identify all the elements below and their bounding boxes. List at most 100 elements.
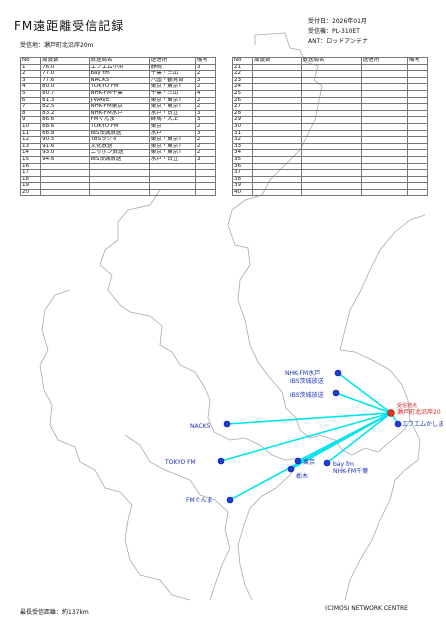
table-cell: 2 xyxy=(194,83,217,91)
table-row: 28 xyxy=(231,109,429,118)
table-row: 40 xyxy=(231,188,429,197)
table-cell: NHK-FM水戸 xyxy=(88,109,150,118)
table-cell: 17 xyxy=(19,169,42,177)
table-cell: 4 xyxy=(19,83,42,91)
table-cell: 東京・東京T xyxy=(148,103,196,111)
table-cell: 88.6 xyxy=(40,122,90,131)
origin-tag: 受信地点 xyxy=(397,402,417,409)
table-row: 18 xyxy=(19,175,217,184)
table-cell xyxy=(406,162,429,171)
table-cell xyxy=(300,169,362,177)
table-cell xyxy=(360,175,408,184)
table-cell: 27 xyxy=(231,103,254,111)
table-cell xyxy=(300,182,362,190)
table-row: 19 xyxy=(19,182,217,190)
table-cell: 2 xyxy=(194,70,217,78)
table-cell xyxy=(406,182,429,190)
table-cell xyxy=(406,122,429,131)
table-cell xyxy=(360,76,408,85)
table-cell xyxy=(360,122,408,131)
table-row: 27 xyxy=(231,103,429,111)
table-cell: 80.7 xyxy=(40,89,90,98)
table-cell: 76.0 xyxy=(40,63,90,72)
table-cell: 30 xyxy=(231,122,254,131)
col-header-location: 送信所 xyxy=(148,57,196,65)
table-cell xyxy=(88,162,150,171)
table-cell xyxy=(194,175,217,184)
meta-block: 受付日：2026年01月 受信機：PL-310ET ANT：ロッドアンテナ xyxy=(308,17,368,47)
table-cell: 20 xyxy=(19,188,42,197)
station-marker xyxy=(334,369,342,377)
table-cell xyxy=(252,182,302,190)
station-marker xyxy=(332,389,340,397)
table-row: 38 xyxy=(231,175,429,184)
station-label: エフエムかしま xyxy=(402,421,444,428)
station-marker xyxy=(294,457,302,465)
col-header-name: 放送局名 xyxy=(300,57,362,65)
meta-receiver: 受信機：PL-310ET xyxy=(308,28,360,35)
table-row: 36 xyxy=(231,162,429,171)
table-row: 37 xyxy=(231,169,429,177)
table-cell: 6 xyxy=(19,96,42,105)
table-cell: 東京・東京T xyxy=(148,96,196,105)
table-row: 31 xyxy=(231,129,429,138)
station-label: TOKYO FM xyxy=(164,459,196,466)
table-cell: 81.3 xyxy=(40,96,90,105)
table-cell: 3 xyxy=(194,109,217,118)
table-cell xyxy=(252,109,302,118)
table-cell: 94.6 xyxy=(40,155,90,164)
table-cell: 23 xyxy=(231,76,254,85)
table-cell xyxy=(300,155,362,164)
table-row: 26 xyxy=(231,96,429,105)
table-cell: 東京・東京T xyxy=(148,149,196,157)
station-markers: NHK-FM水戸IBS茨城放送IBS茨城放送エフエムかしまNACK5TOKYO … xyxy=(164,369,444,504)
table-cell: 86.6 xyxy=(40,116,90,124)
table-cell: 群馬・大上 xyxy=(148,116,196,124)
table-cell: 3 xyxy=(194,155,217,164)
table-row: 29 xyxy=(231,116,429,124)
table-cell xyxy=(360,129,408,138)
station-label: FMぐんま xyxy=(186,497,213,504)
table-cell xyxy=(360,109,408,118)
table-cell xyxy=(300,103,362,111)
table-cell xyxy=(300,83,362,91)
table-cell: 25 xyxy=(231,89,254,98)
table-cell xyxy=(360,149,408,157)
table-cell: 2 xyxy=(194,149,217,157)
table-cell xyxy=(360,116,408,124)
table-cell: 16 xyxy=(19,162,42,171)
table-cell: 12 xyxy=(19,136,42,144)
table-cell: 11 xyxy=(19,129,42,138)
table-cell: 水戸・日立 xyxy=(148,155,196,164)
table-cell xyxy=(360,103,408,111)
table-cell: 83.2 xyxy=(40,109,90,118)
table-cell: 14 xyxy=(19,149,42,157)
table-row: 32 xyxy=(231,136,429,144)
table-cell xyxy=(252,89,302,98)
page-title: FM遠距離受信記録 xyxy=(14,19,125,33)
table-cell: 80.0 xyxy=(40,83,90,91)
table-cell: J-WAVE xyxy=(88,96,150,105)
copyright: (C)MOSI NETWORK CENTRE xyxy=(325,605,408,612)
table-cell xyxy=(40,162,90,171)
table-cell xyxy=(300,96,362,105)
table-cell: 33 xyxy=(231,142,254,151)
table-cell xyxy=(360,155,408,164)
table-cell xyxy=(252,188,302,197)
table-cell xyxy=(88,175,150,184)
max-distance-note: 最長受信距離：約137km xyxy=(20,609,89,616)
table-cell: 82.5 xyxy=(40,103,90,111)
col-header-note: 備考 xyxy=(194,57,217,65)
table-row: 39 xyxy=(231,182,429,190)
station-marker xyxy=(226,496,234,504)
table-cell: 15 xyxy=(19,155,42,164)
